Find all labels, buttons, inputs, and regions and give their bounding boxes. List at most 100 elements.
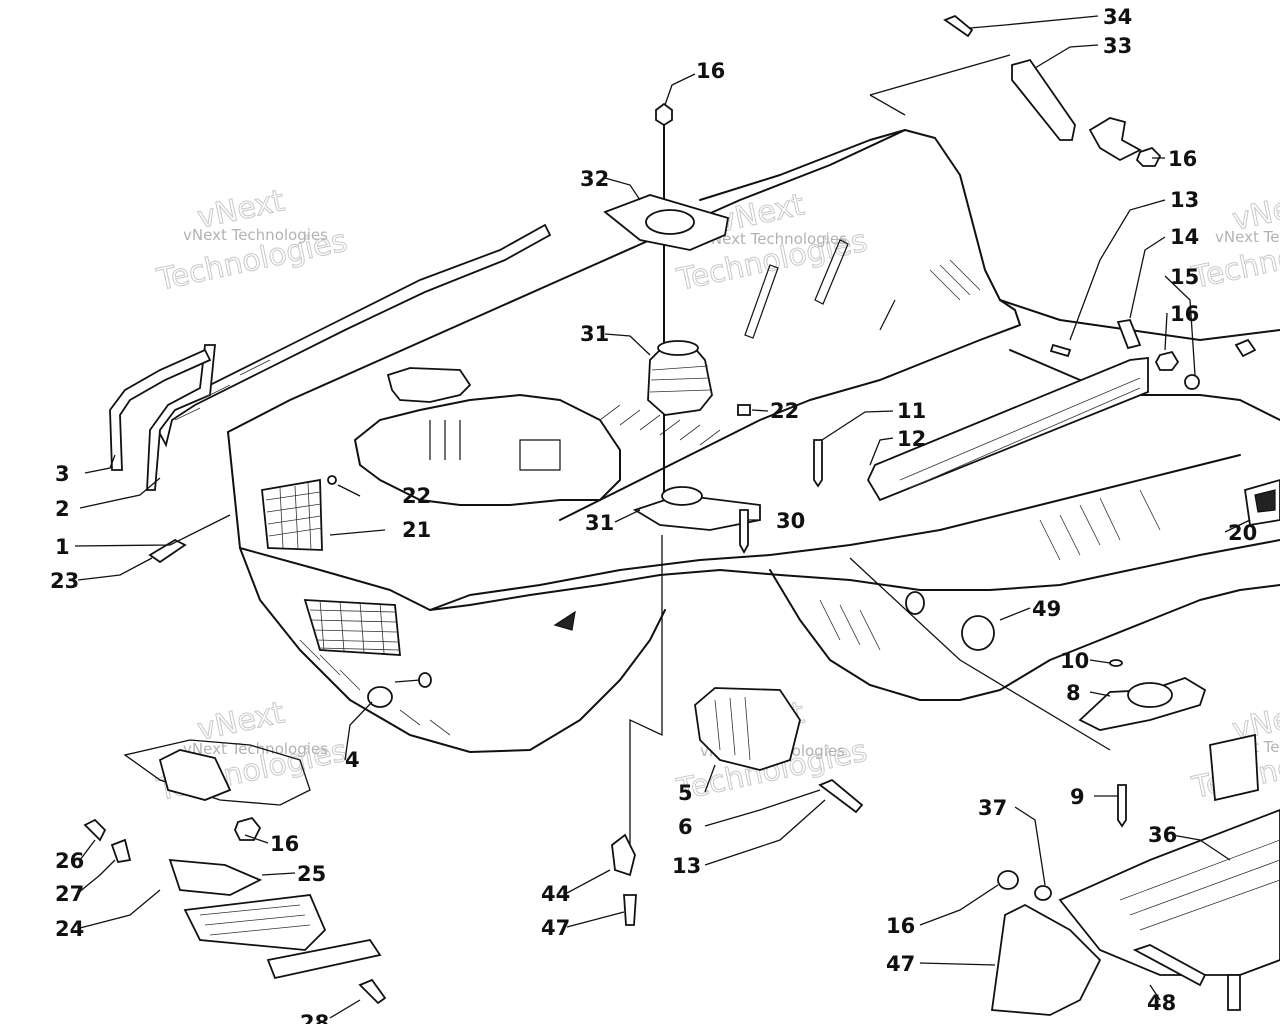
nut-top: [655, 102, 673, 127]
rivet-23: [148, 538, 187, 564]
watermark-top-left: vNext vNext Technologies Technologies: [153, 183, 351, 299]
callout-24: 24: [55, 917, 84, 941]
bracket-8-drum: [1127, 682, 1173, 708]
callout-16: 16: [1170, 302, 1199, 326]
grommet-4: [367, 686, 393, 708]
bolt-26: [83, 818, 107, 842]
front-grille: [303, 599, 402, 656]
plate-33-hole: [645, 209, 695, 235]
callout-47: 37: [978, 796, 1007, 820]
right-light-lens: [1254, 489, 1276, 513]
clamp-36: [611, 833, 636, 877]
watermark-company: vNext Technologies: [183, 226, 328, 244]
right-panel-top: [999, 299, 1280, 341]
rivet-22: [737, 404, 751, 416]
callout-49: 49: [1032, 597, 1061, 621]
nut-16-bracket: [1135, 146, 1162, 167]
callout-22: 22: [402, 484, 431, 508]
callout-37: 47: [541, 916, 570, 940]
bolt-right-bottom: [1227, 974, 1241, 1011]
console-block: [386, 367, 472, 403]
lower-center-parts: [611, 591, 1207, 926]
callout-10: 10: [1060, 649, 1089, 673]
callout-25: 25: [297, 862, 326, 886]
rivet-22-left: [327, 475, 337, 485]
bolt-47-lower: [1132, 944, 1207, 987]
nut-16-bottom: [234, 816, 262, 841]
rivet-11: [813, 439, 823, 488]
callout-26: 26: [55, 849, 84, 873]
callout-6: 6: [678, 815, 693, 839]
callout-2: 2: [55, 497, 70, 521]
spacer-27: [110, 838, 132, 864]
bolt-right-edge: [1234, 338, 1257, 358]
nut-16-right: [1154, 350, 1180, 371]
runner-28: [266, 939, 382, 980]
spacer-14: [1116, 318, 1142, 350]
bottom-right-bumper: [990, 733, 1280, 1016]
callout-11: 11: [897, 399, 926, 423]
callout-13: 13: [672, 854, 701, 878]
plate-31-hole: [661, 486, 703, 506]
nut-16-bumper: [997, 870, 1019, 890]
callout-27: 27: [55, 882, 84, 906]
center-guide-line: [629, 535, 663, 850]
clip-upper-right: [1209, 733, 1259, 802]
callout-36: 44: [541, 882, 570, 906]
left-hardware: [148, 475, 432, 708]
callout-34: 33: [1103, 34, 1132, 58]
windshield-trim: [109, 223, 552, 491]
callout-31: 31: [585, 511, 614, 535]
callout-16: 16: [696, 59, 725, 83]
callout-labels: 34 33 16 16 32 31 13 14 15 16 22 11 12 3…: [50, 5, 1257, 1029]
watermark-company: vNext Technologies: [183, 740, 328, 758]
bracket-34: [1011, 58, 1076, 141]
callout-12: 12: [897, 427, 926, 451]
trim-curved-3: [109, 348, 212, 471]
callout-16: 16: [270, 832, 299, 856]
right-belly: [769, 569, 1280, 701]
washer-10: [1109, 659, 1123, 667]
bottom-left-bracket: [83, 739, 387, 1005]
bracket-48: [990, 903, 1102, 1016]
trim-strip-12: [866, 356, 1149, 502]
callout-22: 22: [770, 399, 799, 423]
callout-48: 47: [886, 952, 915, 976]
callout-23: 23: [50, 569, 79, 593]
watermark-company: vNext Technologies: [1215, 228, 1280, 246]
upper-ridge: [699, 129, 906, 201]
deck-shading: [299, 259, 1161, 736]
callout-32: 31: [580, 322, 609, 346]
trim-long: [157, 223, 552, 448]
callout-44: 36: [1148, 823, 1177, 847]
side-screen: [261, 478, 323, 551]
bumper-44: [1058, 809, 1280, 976]
bracket-guide: [869, 54, 1011, 116]
callout-30: 30: [776, 509, 805, 533]
washer-15: [1184, 374, 1200, 390]
callout-9: 9: [1070, 785, 1085, 809]
rivet-30: [739, 509, 749, 554]
callout-1: 1: [55, 535, 70, 559]
callout-8: 8: [1066, 681, 1081, 705]
watermark-company: vNext Technologies: [702, 230, 847, 248]
rivet-9: [1117, 784, 1127, 828]
callout-47: 48: [1147, 991, 1176, 1015]
dash-panel: [354, 394, 621, 506]
callout-21: 21: [402, 518, 431, 542]
right-top-hardware: [813, 318, 1257, 502]
callout-16: 16: [1168, 147, 1197, 171]
plug-49: [961, 615, 995, 651]
callout-33: 32: [580, 167, 609, 191]
dash-openings: [429, 420, 561, 471]
rivet-13-top: [1049, 343, 1072, 358]
hood-hinge-bracket: [869, 14, 1162, 167]
callout-13: 13: [1170, 188, 1199, 212]
callout-4: 4: [345, 748, 360, 772]
belly-pan-assembly: [227, 129, 1280, 939]
watermark-top-right: vNext vNext Technologies Technologies: [1188, 185, 1280, 297]
bolt-35: [943, 14, 974, 38]
mid-crease: [429, 454, 1241, 611]
nut-47-upper: [1034, 885, 1052, 901]
